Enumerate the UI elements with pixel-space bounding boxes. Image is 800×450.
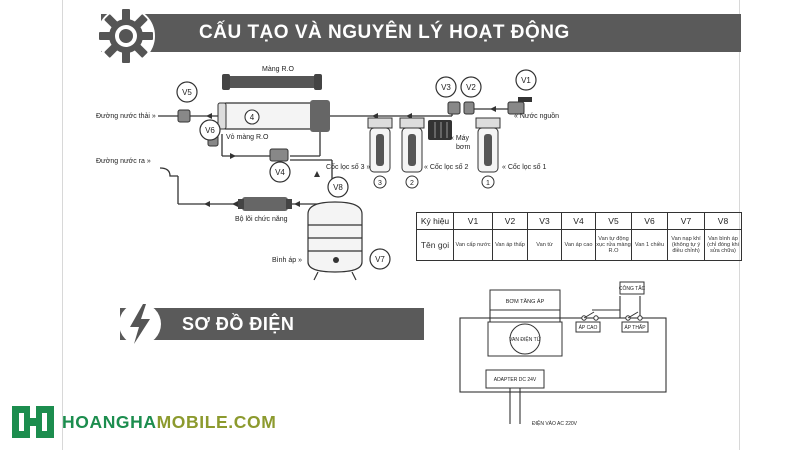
- water-out-label: Đường nước ra »: [96, 158, 151, 165]
- legend-header-row: Ký hiệu V1 V2 V3 V4 V5 V6 V7 V8: [416, 212, 742, 230]
- valve-v5-label: V5: [182, 88, 192, 97]
- high-pressure-label: ÁP CAO: [579, 324, 598, 331]
- svg-text:3: 3: [378, 180, 382, 187]
- pump-label-1: « Máy: [450, 135, 470, 142]
- valve-v2-label: V2: [466, 83, 476, 92]
- valve-v1-label: V1: [521, 76, 531, 85]
- waste-outlet-label: Đường nước thải »: [96, 113, 156, 120]
- legend-cell: Van bình áp (chỉ đóng khi sửa chữa): [704, 229, 742, 261]
- filter-cup-1: [475, 117, 501, 173]
- brand-logo-mark: [12, 406, 54, 438]
- adapter-box: [485, 369, 545, 389]
- section-title-electrical: SƠ ĐỒ ĐIỆN: [182, 313, 295, 334]
- function-core-filter: [238, 197, 292, 211]
- legend-name-row: Tên gọi Van cấp nước Van áp thấp Van từ …: [416, 229, 742, 261]
- booster-pump-box: [489, 289, 561, 311]
- section-banner-electrical: SƠ ĐỒ ĐIỆN: [120, 308, 424, 340]
- cup3-label: Cốc lọc số 3 »: [326, 162, 370, 171]
- legend-cell: Van cấp nước: [453, 229, 493, 261]
- lightning-icon: [118, 300, 162, 348]
- adapter-label: ADAPTER DC 24V: [494, 377, 537, 383]
- filter-cup-2: [399, 117, 425, 173]
- cup1-label: « Cốc lọc số 1: [502, 162, 546, 171]
- section-banner-structure: CẤU TẠO VÀ NGUYÊN LÝ HOẠT ĐỘNG: [101, 14, 741, 52]
- tank-label: Bình áp »: [272, 257, 302, 264]
- valve-legend-table: Ký hiệu V1 V2 V3 V4 V5 V6 V7 V8 Tên gọi …: [416, 212, 742, 261]
- membrane-top-label: Màng R.O: [262, 66, 294, 73]
- brand-name: HOANGHAMOBILE.COM: [62, 411, 277, 432]
- gear-icon: [96, 6, 156, 66]
- switch-label: CÔNG TẮC: [619, 284, 646, 292]
- legend-cell: Van nạp khí (không tự ý điều chỉnh): [667, 229, 705, 261]
- membrane-housing-label: Vỏ màng R.O: [226, 133, 269, 141]
- solenoid-valve-label: VAN ĐIỆN TỪ: [509, 335, 542, 343]
- legend-cell: Van áp cao: [561, 229, 596, 261]
- booster-pump-label: BƠM TĂNG ÁP: [506, 298, 545, 305]
- solenoid-valve-box: [487, 321, 563, 357]
- brand-logo: HOANGHAMOBILE.COM: [8, 404, 276, 440]
- legend-cell: Van 1 chiều: [631, 229, 668, 261]
- legend-cell: Tên gọi: [416, 229, 454, 261]
- legend-cell: Van tự động xục rửa màng R.O: [595, 229, 632, 261]
- svg-text:2: 2: [410, 180, 414, 187]
- valve-v7-label: V7: [375, 255, 385, 264]
- valve-v6-label: V6: [205, 126, 215, 135]
- ro-membrane: [222, 74, 322, 90]
- legend-cell: Van từ: [527, 229, 562, 261]
- svg-text:1: 1: [486, 180, 490, 187]
- function-core-label: Bộ lõi chức năng: [235, 216, 288, 223]
- valve-v8-label: V8: [333, 183, 343, 192]
- section-title-structure: CẤU TẠO VÀ NGUYÊN LÝ HOẠT ĐỘNG: [199, 22, 570, 43]
- booster-pump: [428, 120, 452, 140]
- pump-label-2: bơm: [456, 144, 470, 151]
- ac-input-label: ĐIỆN VÀO AC 220V: [532, 419, 578, 427]
- valve-v3-label: V3: [441, 83, 451, 92]
- filter-cup-3: [367, 117, 393, 173]
- cup2-label: « Cốc lọc số 2: [424, 162, 468, 171]
- svg-text:4: 4: [250, 113, 255, 122]
- pressure-tank: [307, 201, 363, 281]
- source-label: « Nước nguồn: [514, 111, 559, 120]
- valve-v4-label: V4: [275, 168, 285, 177]
- low-pressure-label: ÁP THẤP: [624, 324, 646, 331]
